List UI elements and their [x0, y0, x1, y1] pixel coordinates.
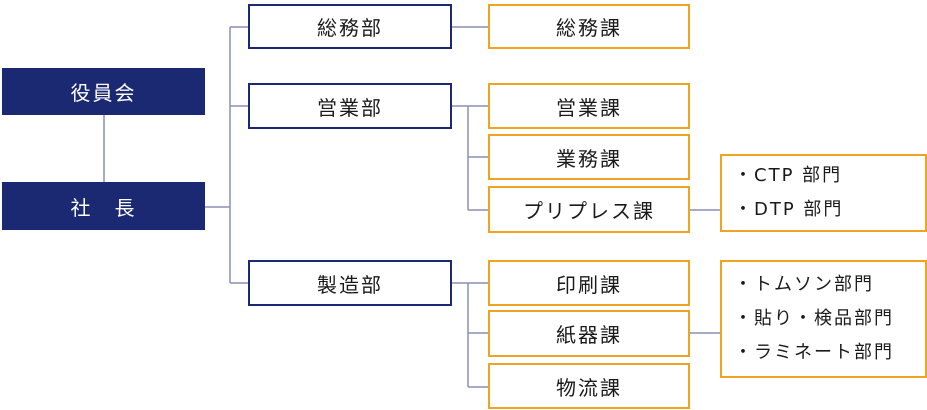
section-label: 物流課 — [556, 375, 622, 400]
unit-item: ・ラミネート部門 — [734, 342, 894, 363]
section-label: 業務課 — [556, 146, 622, 171]
section-label: 印刷課 — [556, 272, 622, 297]
units-manufacturing: ・トムソン部門 ・貼り・検品部門 ・ラミネート部門 — [720, 260, 927, 378]
unit-item: ・CTP 部門 — [734, 165, 843, 186]
board-node: 役員会 — [2, 68, 205, 115]
section-sales: 営業課 — [488, 83, 690, 129]
section-label: 紙器課 — [556, 323, 622, 347]
president-label: 社 長 — [70, 195, 137, 220]
unit-item: ・DTP 部門 — [734, 199, 844, 220]
department-general-label: 総務部 — [317, 16, 383, 40]
units-prepress: ・CTP 部門 ・DTP 部門 — [720, 154, 927, 232]
section-label: 総務課 — [556, 16, 622, 40]
president-node: 社 長 — [2, 182, 205, 230]
section-label: 営業課 — [556, 95, 622, 120]
section-paper-container: 紙器課 — [488, 310, 690, 357]
section-label: プリプレス課 — [523, 199, 655, 223]
department-sales: 営業部 — [248, 83, 452, 129]
section-operations: 業務課 — [488, 134, 690, 180]
department-sales-label: 営業部 — [317, 95, 383, 120]
section-printing: 印刷課 — [488, 260, 690, 306]
department-general: 総務部 — [248, 4, 452, 49]
section-general-affairs: 総務課 — [488, 4, 690, 49]
unit-item: ・トムソン部門 — [734, 274, 874, 295]
section-logistics: 物流課 — [488, 363, 690, 409]
department-manufacturing-label: 製造部 — [317, 272, 383, 297]
department-manufacturing: 製造部 — [248, 260, 452, 306]
board-label: 役員会 — [70, 81, 137, 105]
section-prepress: プリプレス課 — [488, 186, 690, 233]
unit-item: ・貼り・検品部門 — [734, 308, 894, 329]
